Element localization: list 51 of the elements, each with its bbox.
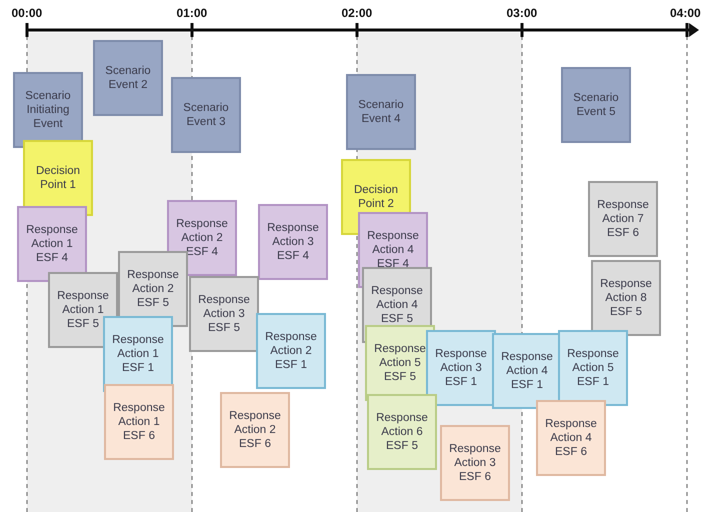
action-box — [258, 204, 328, 280]
time-label: 00:00 — [12, 6, 42, 20]
node-text: Scenario Initiating Event — [24, 89, 72, 131]
action-box — [536, 400, 606, 476]
node-text: Response Action 1 ESF 1 — [111, 333, 165, 375]
node-text: Scenario Event 3 — [182, 101, 230, 129]
node-text: Scenario Event 5 — [572, 91, 620, 119]
node-text: Response Action 3 ESF 4 — [266, 221, 320, 263]
node-text: Response Action 2 ESF 1 — [264, 330, 318, 372]
action-box — [588, 181, 658, 257]
action-box — [440, 425, 510, 501]
node-text: Response Action 6 ESF 5 — [375, 411, 429, 453]
action-box — [367, 394, 437, 470]
node-text: Response Action 3 ESF 1 — [434, 347, 488, 389]
action-box — [591, 260, 661, 336]
node-text: Response Action 5 ESF 1 — [566, 347, 620, 389]
node-text: Response Action 2 ESF 6 — [228, 409, 282, 451]
time-label: 01:00 — [176, 6, 208, 20]
node-text: Response Action 5 ESF 5 — [373, 342, 427, 384]
action-box — [558, 330, 628, 406]
action-box — [17, 206, 87, 282]
action-box — [103, 316, 173, 392]
node-text: Response Action 7 ESF 6 — [596, 198, 650, 240]
time-label: 02:00 — [342, 6, 372, 20]
node-text: Response Action 1 ESF 5 — [56, 289, 110, 331]
event-box — [93, 40, 163, 116]
event-box — [13, 72, 83, 148]
node-text: Scenario Event 4 — [357, 98, 405, 126]
node-text: Scenario Event 2 — [104, 64, 152, 92]
node-text: Response Action 3 ESF 5 — [197, 293, 251, 335]
node-text: Response Action 4 ESF 6 — [544, 417, 598, 459]
action-box — [104, 384, 174, 460]
action-box — [189, 276, 259, 352]
node-text: Response Action 3 ESF 6 — [448, 442, 502, 484]
node-text: Decision Point 2 — [352, 183, 400, 211]
node-text: Response Action 1 ESF 6 — [112, 401, 166, 443]
node-text: Decision Point 1 — [34, 164, 82, 192]
action-box — [220, 392, 290, 468]
node-text: Response Action 1 ESF 4 — [25, 223, 79, 265]
node-text: Response Action 4 ESF 4 — [366, 229, 420, 271]
time-label: 03:00 — [506, 6, 538, 20]
action-box — [426, 330, 496, 406]
action-box — [256, 313, 326, 389]
node-text: Response Action 4 ESF 5 — [370, 284, 424, 326]
node-text: Response Action 2 ESF 5 — [126, 268, 180, 310]
node-text: Response Action 4 ESF 1 — [500, 350, 554, 392]
time-label: 04:00 — [670, 6, 701, 20]
event-box — [561, 67, 631, 143]
event-box — [171, 77, 241, 153]
event-box — [346, 74, 416, 150]
node-text: Response Action 8 ESF 5 — [599, 277, 653, 319]
